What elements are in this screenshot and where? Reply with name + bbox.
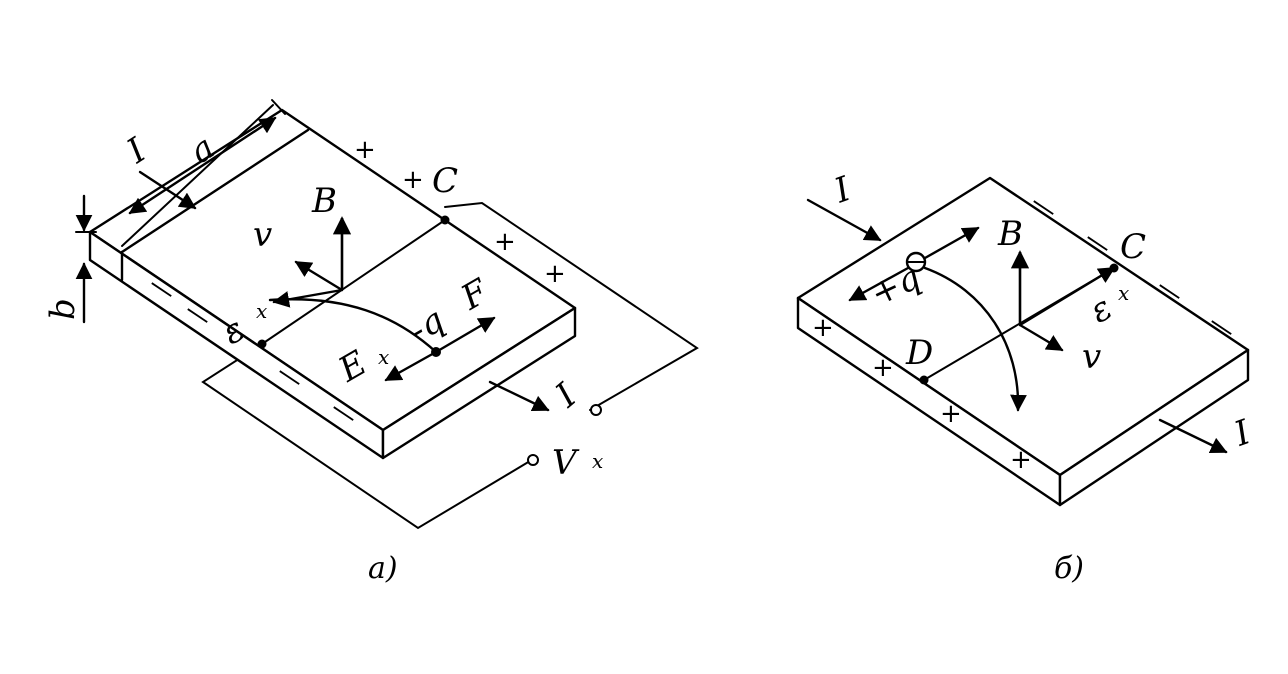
plus-sign-b-2: +	[872, 353, 894, 383]
charge-a-trajectory	[268, 298, 438, 354]
point-c-a: C	[257, 161, 458, 349]
current-out-b-label: I	[1228, 412, 1256, 455]
charge-b-velocity-arrow	[923, 226, 980, 260]
voltage-a-label: V	[552, 443, 580, 483]
current-out-b-arrow	[1158, 418, 1228, 454]
voltage-a: V x	[552, 443, 603, 483]
plus-signs-b: + + + +	[812, 313, 1032, 475]
dimension-a: a	[121, 99, 286, 247]
plus-sign-a-3: +	[494, 227, 516, 257]
current-in-a-arrow	[138, 170, 197, 210]
point-c-b-label: C	[1120, 227, 1146, 267]
terminal-bottom	[527, 454, 539, 466]
current-out-a-arrow	[488, 380, 550, 412]
point-d-b-dot	[919, 375, 929, 385]
point-c-a-label: C	[432, 161, 458, 201]
velocity-b-arrow	[1018, 323, 1064, 352]
current-out-a-label: I	[547, 376, 584, 416]
circuit-wires-a	[201, 201, 699, 530]
dim-a-arrow	[128, 116, 277, 215]
eforce-a-arrow	[384, 350, 438, 382]
efield-b-sub: x	[1118, 281, 1129, 305]
point-d-b-label: D	[905, 333, 933, 373]
slab-a-inner-line	[261, 219, 446, 345]
point-c-b-dot	[1109, 263, 1119, 273]
caption-b: б)	[1054, 551, 1084, 586]
plus-sign-a-1: +	[354, 135, 376, 165]
velocity-a-arrow	[294, 260, 344, 292]
eforce-a-sub: x	[378, 345, 389, 369]
plus-sign-b-4: +	[1010, 445, 1032, 475]
efield-a-sub: x	[256, 299, 267, 323]
points-b: C D	[905, 227, 1146, 385]
velocity-b-label: v	[1082, 337, 1101, 377]
dimension-b: b	[43, 194, 97, 324]
current-in-b-arrow	[806, 198, 882, 242]
plus-sign-b-1: +	[812, 313, 834, 343]
dim-a-tick	[271, 99, 286, 115]
current-in-b-label: I	[828, 169, 856, 212]
b-field-b: B	[997, 214, 1030, 325]
slab-a-side-face	[381, 306, 577, 460]
plus-sign-b-3: +	[940, 399, 962, 429]
caption-a: a)	[368, 551, 398, 586]
point-c-a-dot	[440, 215, 450, 225]
wire-bottom-to-terminal	[201, 343, 531, 530]
velocity-a-label: v	[253, 215, 272, 255]
b-field-a: B	[311, 181, 352, 290]
charge-b-trajectory	[923, 266, 1027, 412]
point-opposite-a-dot	[257, 339, 267, 349]
terminal-top	[590, 404, 602, 416]
velocity-a: v	[253, 215, 344, 292]
dim-b-label: b	[43, 298, 83, 320]
plus-sign-a-4: +	[544, 259, 566, 289]
b-field-b-label: B	[997, 214, 1023, 254]
figure-b: I B v ε x +q C	[796, 169, 1256, 586]
plus-sign-a-2: +	[402, 165, 424, 195]
current-in-a-label: I	[119, 130, 153, 172]
force-a-arrow	[434, 316, 496, 354]
b-field-a-label: B	[311, 181, 337, 221]
plus-signs-a: + + + +	[354, 135, 566, 289]
charge-b-force-arrow	[848, 266, 910, 302]
figure-a: a I b B v ε x	[43, 99, 699, 586]
voltage-a-sub: x	[592, 449, 603, 473]
velocity-b: v	[1018, 323, 1101, 377]
slab-b-side-face	[1058, 348, 1250, 507]
efield-b-arrow	[1018, 266, 1116, 327]
wire-top-to-terminal	[444, 201, 699, 411]
current-in-b: I	[806, 169, 882, 242]
